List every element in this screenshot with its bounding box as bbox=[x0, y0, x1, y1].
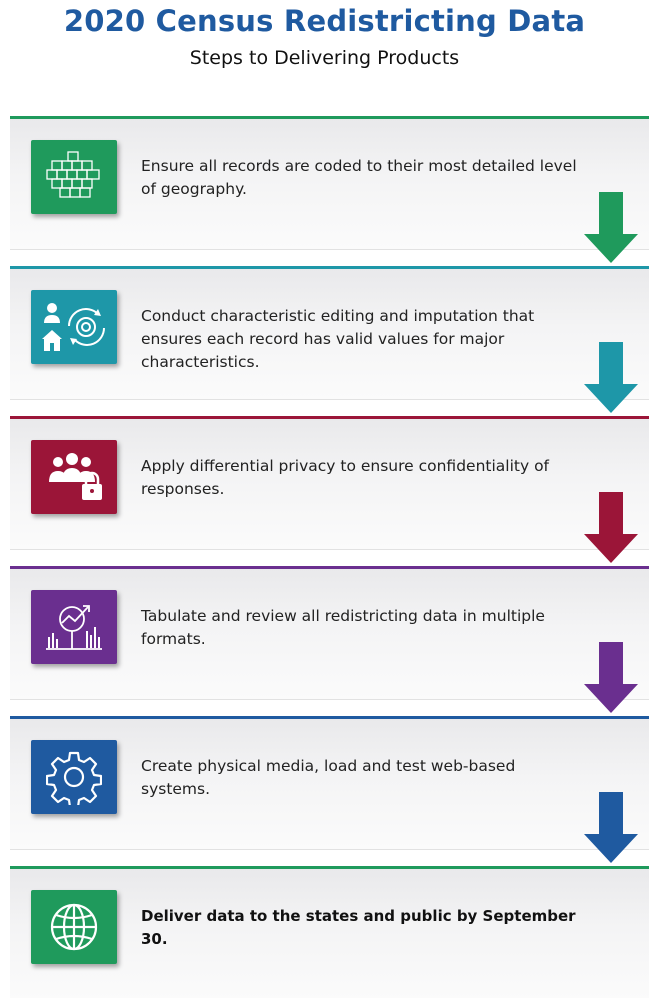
step-6-panel: Deliver data to the states and public by… bbox=[10, 866, 649, 998]
step-1-down-arrow-icon bbox=[583, 192, 639, 264]
step-3-down-arrow-icon bbox=[583, 492, 639, 564]
step-3-text: Apply differential privacy to ensure con… bbox=[141, 457, 550, 498]
step-3-panel: Apply differential privacy to ensure con… bbox=[10, 416, 649, 563]
step-1-panel: Ensure all records are coded to their mo… bbox=[10, 116, 649, 263]
step-5-down-arrow-icon bbox=[583, 792, 639, 864]
page-title: 2020 Census Redistricting Data bbox=[63, 4, 586, 38]
step-5-panel: Create physical media, load and test web… bbox=[10, 716, 649, 863]
magnifier-chart-icon bbox=[46, 605, 102, 650]
step-3-icon-box bbox=[31, 440, 117, 514]
step-6-icon-box bbox=[31, 890, 117, 964]
group-lock-icon bbox=[49, 453, 102, 500]
step-4-icon-box bbox=[31, 590, 117, 664]
step-2-down-arrow-icon bbox=[583, 342, 639, 414]
step-2-text: Conduct characteristic editing and imput… bbox=[141, 307, 535, 371]
step-1-text: Ensure all records are coded to their mo… bbox=[141, 157, 577, 198]
gear-icon bbox=[46, 751, 102, 805]
globe-icon bbox=[50, 903, 98, 951]
step-4-text: Tabulate and review all redistricting da… bbox=[141, 607, 545, 648]
person-home-gear-icon bbox=[42, 303, 105, 351]
step-4-down-arrow-icon bbox=[583, 642, 639, 714]
step-2-panel: Conduct characteristic editing and imput… bbox=[10, 266, 649, 413]
step-5-icon-box bbox=[31, 740, 117, 814]
step-1-icon-box bbox=[31, 140, 117, 214]
step-2-icon-box bbox=[31, 290, 117, 364]
page-subtitle: Steps to Delivering Products bbox=[189, 47, 460, 69]
step-6-text: Deliver data to the states and public by… bbox=[141, 907, 576, 948]
step-4-panel: Tabulate and review all redistricting da… bbox=[10, 566, 649, 713]
step-5-text: Create physical media, load and test web… bbox=[141, 757, 516, 798]
geography-grid-icon bbox=[46, 151, 100, 198]
